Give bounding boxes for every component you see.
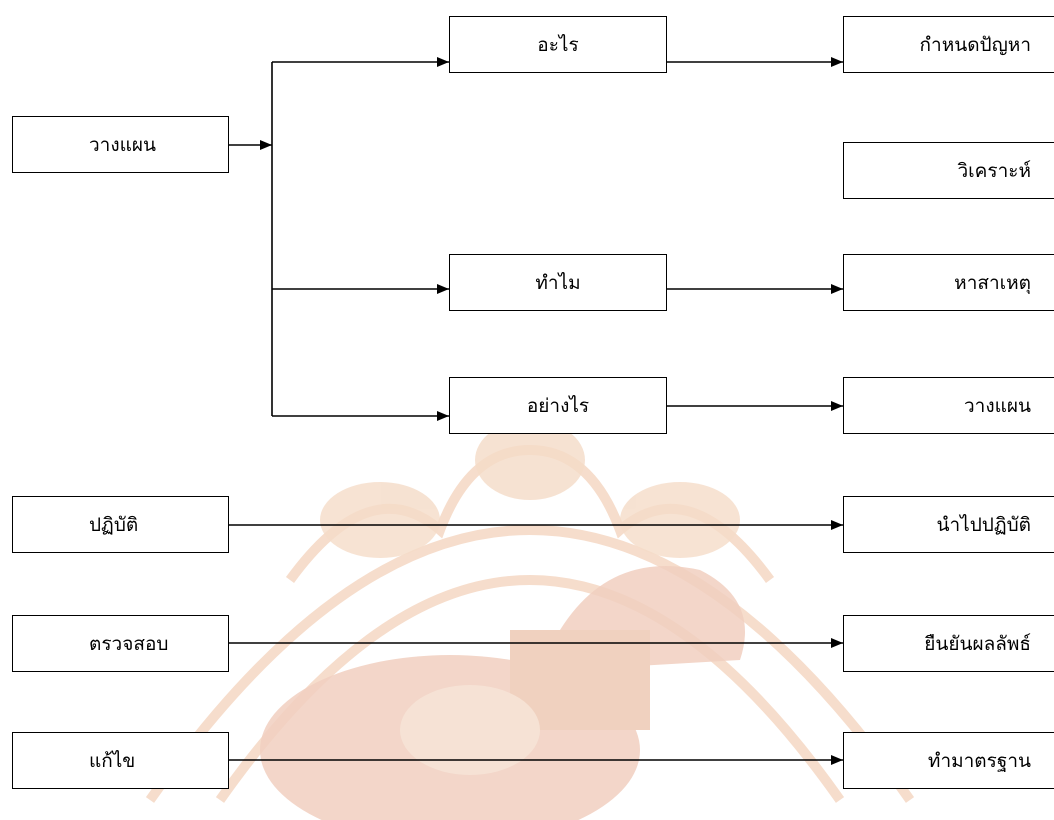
node-how: อย่างไร [449,377,667,434]
node-act-label: แก้ไข [89,749,136,772]
node-do: ปฏิบัติ [12,496,229,553]
node-confirm: ยืนยันผลลัพธ์ [843,615,1054,672]
node-analyze: วิเคราะห์ [843,142,1054,199]
node-cause-label: หาสาเหตุ [954,271,1031,294]
seal-watermark [145,420,915,820]
node-plan-step-label: วางแผน [964,394,1031,417]
node-plan-step: วางแผน [843,377,1054,434]
node-standard-label: ทำมาตรฐาน [927,749,1031,772]
node-check: ตรวจสอบ [12,615,229,672]
node-standard: ทำมาตรฐาน [843,732,1054,789]
node-check-label: ตรวจสอบ [89,632,169,655]
node-what: อะไร [449,16,667,73]
node-analyze-label: วิเคราะห์ [957,159,1031,182]
node-define: กำหนดปัญหา [843,16,1054,73]
node-plan: วางแผน [12,116,229,173]
node-define-label: กำหนดปัญหา [919,33,1031,56]
node-do-label: ปฏิบัติ [89,513,139,536]
node-how-label: อย่างไร [526,394,590,417]
node-plan-label: วางแผน [89,133,156,156]
connector-lines [229,57,843,765]
node-confirm-label: ยืนยันผลลัพธ์ [924,632,1031,655]
node-implement-label: นำไปปฏิบัติ [936,513,1032,536]
node-why: ทำไม [449,254,667,311]
node-cause: หาสาเหตุ [843,254,1054,311]
node-implement: นำไปปฏิบัติ [843,496,1054,553]
node-act: แก้ไข [12,732,229,789]
node-what-label: อะไร [537,33,579,56]
node-why-label: ทำไม [535,271,581,294]
